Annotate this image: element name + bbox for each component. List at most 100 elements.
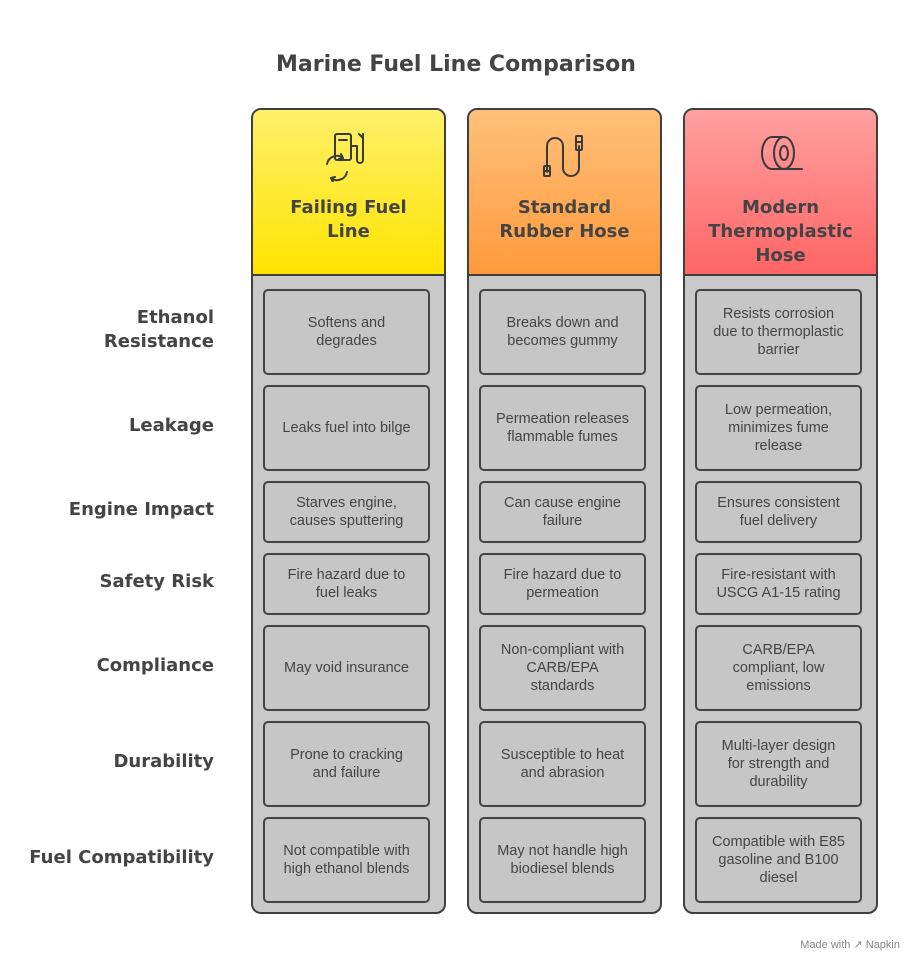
cell-text: Ensures consistent fuel delivery [717, 494, 840, 530]
cell-text-line: Permeation releases [496, 411, 629, 427]
cell-text: Compatible with E85 gasoline and B100 dies… [712, 833, 845, 887]
cell-text-line: standards [530, 678, 595, 694]
cell-text-line: Prone to cracking [290, 747, 403, 763]
comparison-cell: CARB/EPA compliant, low emissions [695, 625, 862, 711]
row-label-line: Leakage [128, 415, 214, 436]
cell-text: Permeation releases flammable fumes [496, 410, 629, 446]
cell-text-line: gasoline and B100 [718, 852, 839, 868]
cell-text-line: causes sputtering [289, 513, 404, 529]
cell-text-line: Starves engine, [296, 495, 397, 511]
comparison-cell: Fire hazard due to fuel leaks [263, 553, 430, 615]
cell-text: CARB/EPA compliant, low emissions [733, 641, 825, 695]
comparison-cell: Starves engine, causes sputtering [263, 481, 430, 543]
comparison-cell: Permeation releases flammable fumes [479, 385, 646, 471]
cell-text-line: Non-compliant with [500, 642, 625, 658]
cell-text-line: release [754, 438, 803, 454]
column-title-line: Failing Fuel [290, 197, 407, 218]
comparison-cell: Ensures consistent fuel delivery [695, 481, 862, 543]
cell-text: Leaks fuel into bilge [282, 419, 410, 437]
cell-text-line: fuel leaks [315, 585, 378, 601]
cell-text-line: fuel delivery [739, 513, 818, 529]
cell-text-line: Resists corrosion [722, 306, 835, 322]
napkin-credit: Made with ↗ Napkin [800, 939, 900, 951]
tape-roll-icon [756, 132, 806, 179]
cell-text-line: Multi-layer design [721, 738, 836, 754]
cell-text-line: Fire hazard due to [503, 567, 622, 583]
column-title-line: Line [327, 221, 370, 242]
cell-text-line: for strength and [727, 756, 830, 772]
cell-text-line: high ethanol blends [283, 861, 410, 877]
comparison-cell: May void insurance [263, 625, 430, 711]
cell-text-line: Fire-resistant with [721, 567, 836, 583]
comparison-cell: Not compatible with high ethanol blends [263, 817, 430, 903]
cell-text-line: Can cause engine [504, 495, 621, 511]
cell-text-line: flammable fumes [507, 429, 618, 445]
cell-text-line: Breaks down and [506, 315, 619, 331]
cell-text-line: USCG A1-15 rating [716, 585, 841, 601]
cell-text: May void insurance [284, 659, 409, 677]
cell-text: Not compatible with high ethanol blends [283, 842, 410, 878]
cell-text-line: due to thermoplastic [713, 324, 844, 340]
comparison-cell: Leaks fuel into bilge [263, 385, 430, 471]
cell-text-line: Ensures consistent [717, 495, 840, 511]
row-label: Fuel Compatibility [29, 846, 214, 870]
column-title-line: Standard [517, 197, 612, 218]
cell-text-line: minimizes fume [728, 420, 829, 436]
column-title-line: Thermoplastic [708, 221, 853, 242]
cell-text-line: CARB/EPA [742, 642, 815, 658]
row-label-line: Durability [113, 751, 214, 772]
cell-text: Starves engine, causes sputtering [290, 494, 404, 530]
row-label: Compliance [97, 654, 214, 678]
row-label-line: Resistance [103, 331, 214, 352]
cell-text-line: Fire hazard due to [287, 567, 406, 583]
cell-text: Fire hazard due to permeation [504, 566, 622, 602]
comparison-cell: Susceptible to heat and abrasion [479, 721, 646, 807]
comparison-cell: Fire hazard due to permeation [479, 553, 646, 615]
cell-text-line: diesel [759, 870, 798, 886]
cell-text-line: Leaks fuel into bilge [282, 420, 411, 436]
row-label-line: Engine Impact [68, 499, 214, 520]
cell-text-line: Not compatible with [283, 843, 410, 859]
cell-text-line: emissions [746, 678, 811, 694]
page-title: Marine Fuel Line Comparison [276, 52, 636, 77]
cell-text-line: compliant, low [732, 660, 825, 676]
cell-text-line: permeation [526, 585, 599, 601]
column-title-line: Modern [741, 197, 820, 218]
row-label: Safety Risk [100, 570, 214, 594]
cell-text-line: durability [749, 774, 808, 790]
fuel-pump-icon [325, 132, 373, 187]
row-label: Leakage [129, 414, 214, 438]
row-label-line: Ethanol [136, 307, 214, 328]
column-title-line: Hose [755, 245, 806, 266]
cell-text-line: Compatible with E85 [712, 834, 845, 850]
comparison-cell: Multi-layer design for strength and durabi… [695, 721, 862, 807]
cell-text-line: May void insurance [284, 660, 409, 676]
hose-icon [539, 132, 591, 187]
cell-text-line: and abrasion [520, 765, 605, 781]
row-label-line: Fuel Compatibility [29, 847, 214, 868]
comparison-cell: Compatible with E85 gasoline and B100 dies… [695, 817, 862, 903]
cell-text-line: Susceptible to heat [500, 747, 625, 763]
